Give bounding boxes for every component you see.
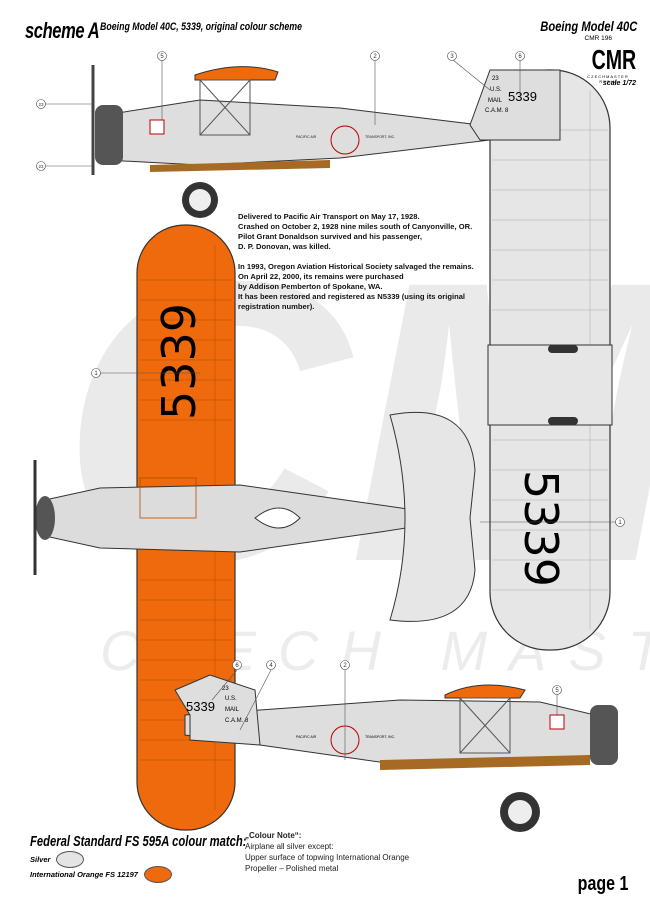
history-text: Delivered to Pacific Air Transport on Ma…	[238, 212, 474, 322]
callout: 23	[38, 164, 44, 169]
fuselage-lettering-left-bottom: PACIFIC AIR	[296, 735, 317, 739]
swatch-color	[56, 851, 85, 868]
colour-note-title: „Colour Note“:	[245, 831, 302, 840]
colour-note-line: Propeller – Polished metal	[245, 864, 339, 873]
colour-note: „Colour Note“: Airplane all silver excep…	[245, 830, 409, 874]
swatch-label: International Orange FS 12197	[30, 870, 138, 879]
callout: 3	[450, 54, 454, 60]
tail-number-bottom: 23	[222, 686, 229, 692]
callouts: 5 2 3 6 23 23 1 1 6 4 2 5	[36, 51, 625, 760]
wing-registration-right: 5339	[514, 470, 568, 587]
callout: 2	[373, 54, 377, 60]
callout: 5	[160, 54, 164, 60]
callout: 5	[555, 688, 559, 694]
model-name: Boeing Model 40C	[539, 18, 637, 34]
side-view-top: PACIFIC AIR TRANSPORT, INC. 23 U.S. MAIL…	[91, 65, 561, 218]
scheme-subtitle: Boeing Model 40C, 5339, original colour …	[100, 21, 302, 33]
fuselage-plan-view	[33, 411, 476, 622]
callout: 23	[38, 102, 44, 107]
fuselage-lettering-right: TRANSPORT, INC.	[365, 135, 395, 139]
tail-mail-bottom: MAIL	[225, 707, 240, 713]
swatch-orange: International Orange FS 12197	[30, 866, 172, 883]
scale-label: scale 1/72	[602, 80, 636, 87]
logo-subtext: CZECHMASTER RESIN	[587, 74, 629, 84]
swatch-color	[143, 866, 172, 883]
swatch-label: Silver	[30, 855, 51, 864]
callout: 4	[269, 663, 273, 669]
tail-us-bottom: U.S.	[225, 696, 237, 702]
tail-cam-bottom: C.A.M. 8	[225, 718, 249, 724]
wing-registration-left: 5339	[152, 303, 206, 420]
page-number: page 1	[577, 873, 628, 895]
tail-number: 23	[492, 76, 499, 82]
history-paragraph: Delivered to Pacific Air Transport on Ma…	[238, 212, 473, 251]
tail-us: U.S.	[490, 87, 502, 93]
callout: 6	[235, 663, 239, 669]
callout: 1	[618, 520, 622, 526]
lower-wing-plan-view: 5339	[487, 69, 613, 651]
callout: 2	[343, 663, 347, 669]
history-paragraph: In 1993, Oregon Aviation Historical Soci…	[238, 262, 474, 311]
fuselage-lettering-left: PACIFIC AIR	[296, 135, 317, 139]
callout: 6	[518, 54, 522, 60]
colour-match-title: Federal Standard FS 595A colour match:	[30, 833, 247, 850]
scheme-title: scheme A	[25, 18, 100, 43]
side-view-bottom: PACIFIC AIR TRANSPORT, INC. 23 U.S. MAIL…	[174, 674, 618, 832]
tail-cam: C.A.M. 8	[485, 108, 509, 114]
logo-text: CMR	[591, 44, 637, 75]
fuselage-lettering-right-bottom: TRANSPORT, INC.	[365, 735, 395, 739]
callout: 1	[94, 371, 98, 377]
tail-mail: MAIL	[488, 98, 503, 104]
catalog-number: CMR 196	[584, 35, 612, 42]
tail-registration-bottom: 5339	[186, 699, 215, 714]
swatch-silver: Silver	[30, 851, 85, 868]
cmr-logo: CMR CZECHMASTER RESIN	[582, 44, 637, 85]
colour-note-line: Upper surface of topwing International O…	[245, 853, 410, 862]
colour-note-line: Airplane all silver except:	[245, 842, 334, 851]
tail-registration: 5339	[508, 89, 537, 104]
